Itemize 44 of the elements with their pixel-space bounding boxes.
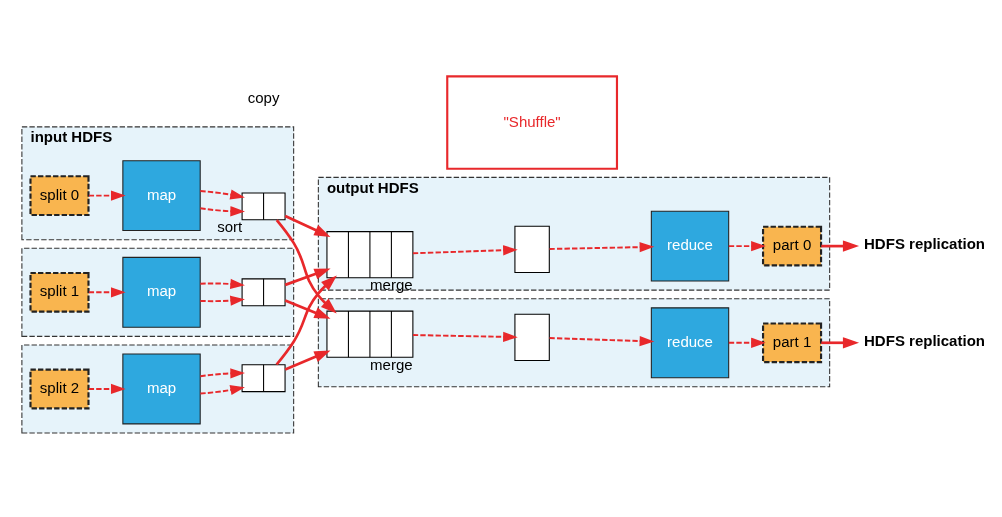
- arrow: [198, 189, 245, 200]
- arrow: [198, 278, 245, 289]
- arrow: [87, 286, 126, 297]
- label: copy: [247, 88, 279, 106]
- node-box: split 1: [28, 271, 90, 313]
- node-box: map: [121, 353, 201, 424]
- node-text: HDFS replication: [863, 234, 985, 252]
- node-box: split 2: [28, 368, 90, 409]
- node-label: sort: [216, 217, 242, 235]
- node-box: [513, 313, 550, 361]
- node-box: reduce: [650, 210, 729, 282]
- node-box: [513, 225, 550, 273]
- arrow: [198, 205, 245, 216]
- arrow: [284, 268, 331, 286]
- node-box: reduce: [650, 306, 729, 378]
- arrow: [275, 218, 337, 314]
- cluster: [20, 343, 294, 434]
- arrow: [727, 337, 766, 348]
- arrow: [284, 298, 331, 319]
- node-box: split 0: [28, 174, 90, 216]
- node-box: "Shuffle": [445, 74, 618, 170]
- arrow: [198, 384, 245, 395]
- node-label: merge: [369, 275, 413, 293]
- arrow: [411, 244, 518, 255]
- arrow: [198, 295, 245, 306]
- arrow: [275, 274, 337, 365]
- node-box: map: [121, 159, 201, 231]
- arrow: [87, 383, 126, 394]
- arrow: [284, 349, 330, 371]
- arrow: [820, 239, 859, 252]
- arrow: [548, 241, 654, 252]
- node-box: part 0: [761, 225, 822, 266]
- arrow: [727, 240, 766, 251]
- arrow: [198, 367, 245, 378]
- arrow: [87, 190, 126, 201]
- arrow: [820, 336, 859, 348]
- arrow: [284, 214, 330, 237]
- node-box: part 1: [761, 321, 822, 363]
- cluster: [20, 247, 294, 337]
- arrow: [411, 331, 518, 342]
- arrow: [548, 335, 654, 346]
- node-label: merge: [369, 355, 413, 373]
- node-text: HDFS replication: [863, 331, 985, 349]
- node-box: map: [121, 256, 201, 328]
